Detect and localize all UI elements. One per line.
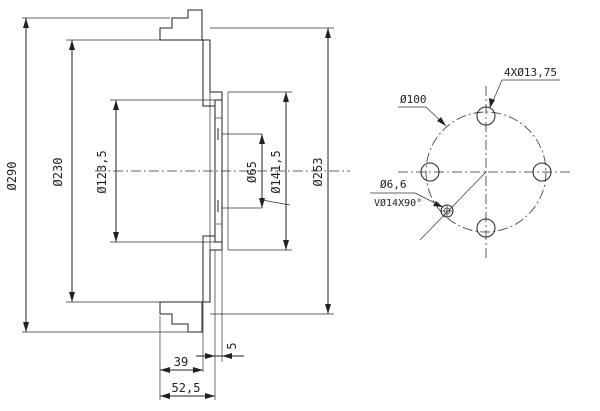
dim-drum-diameter: Ø253 <box>311 158 325 187</box>
label-bolt-holes: 4XØ13,75 <box>504 66 557 79</box>
front-view: Ø100 4XØ13,75 Ø6,6 VØ14X90° <box>370 66 572 258</box>
pitch-circle <box>425 111 547 233</box>
dim-width-a: 39 <box>174 355 188 369</box>
drum-wall-bottom <box>159 235 223 333</box>
bolt-hole-bottom <box>476 218 496 238</box>
label-small-hole: Ø6,6 <box>380 178 407 191</box>
bolt-hole-right <box>532 162 552 182</box>
label-countersink: VØ14X90° <box>374 197 422 209</box>
label-pitch-circle: Ø100 <box>400 93 427 106</box>
dim-outer-diameter: Ø290 <box>5 162 19 191</box>
dim-width-b: 52,5 <box>172 381 201 395</box>
section-view: Ø290 Ø230 Ø123,5 Ø65 Ø141,5 Ø2 <box>5 9 350 400</box>
dim-pcd-diameter: Ø141,5 <box>269 150 283 193</box>
dim-hub-diameter: Ø65 <box>245 161 259 183</box>
bolt-hole-top <box>476 106 496 126</box>
dim-flange-diameter: Ø230 <box>51 158 65 187</box>
dim-hub-thickness: 5 <box>225 342 239 349</box>
drum-wall-top <box>159 9 223 107</box>
dim-inner-bore-diameter: Ø123,5 <box>95 150 109 193</box>
bolt-hole-left <box>420 162 440 182</box>
